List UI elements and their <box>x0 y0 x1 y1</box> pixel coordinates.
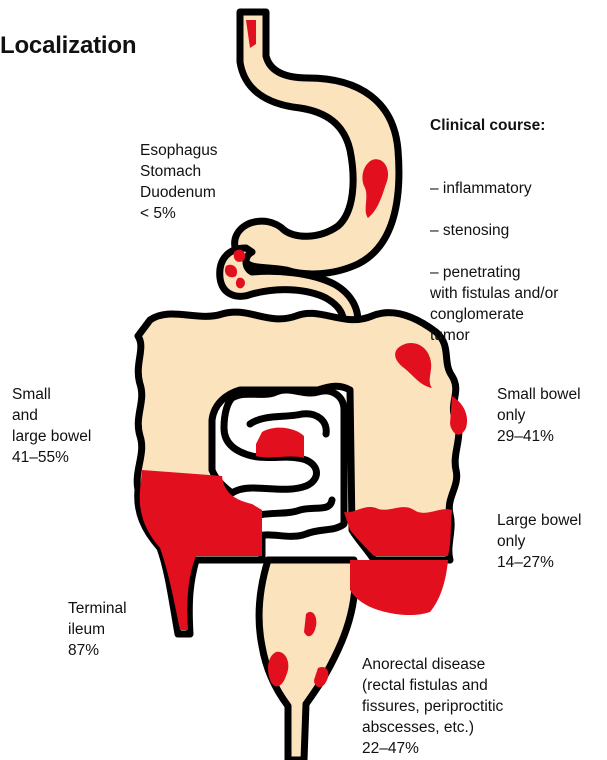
label-upper-gi: Esophagus Stomach Duodenum < 5% <box>140 140 218 224</box>
lesion-small-bowel-loop <box>256 428 304 458</box>
clinical-course-list: – inflammatory – stenosing – penetrating… <box>430 157 558 367</box>
label-small-bowel-only: Small bowel only 29–41% <box>497 384 581 447</box>
clinical-course-heading: Clinical course: <box>430 115 558 136</box>
clinical-course-item: – penetrating with fistulas and/or congl… <box>430 262 558 346</box>
page-title: Localization <box>0 32 136 60</box>
lesion-duodenum-1 <box>234 250 245 262</box>
clinical-course: Clinical course: – inflammatory – stenos… <box>430 94 558 388</box>
label-anorectal-disease: Anorectal disease (rectal fistulas and f… <box>362 654 503 759</box>
clinical-course-item: – stenosing <box>430 220 558 241</box>
lesion-sigmoid <box>350 560 448 615</box>
clinical-course-item: – inflammatory <box>430 178 558 199</box>
lesion-colon-right-mid <box>450 396 467 435</box>
lesion-colon-left-lower <box>344 507 452 556</box>
label-terminal-ileum: Terminal ileum 87% <box>68 598 127 661</box>
label-small-and-large-bowel: Small and large bowel 41–55% <box>12 384 91 468</box>
label-large-bowel-only: Large bowel only 14–27% <box>497 510 581 573</box>
stomach <box>235 12 399 274</box>
